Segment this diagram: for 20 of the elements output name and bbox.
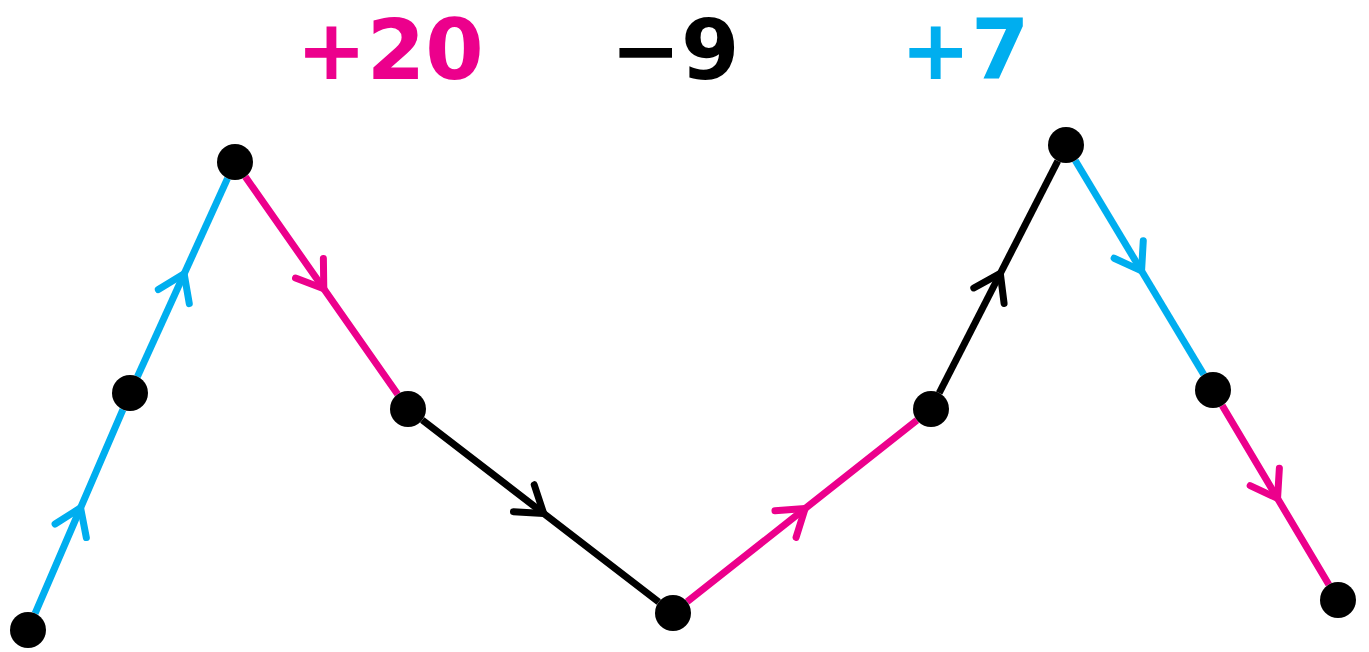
- arrow: [936, 159, 1061, 395]
- dot: [390, 391, 426, 427]
- dot: [10, 612, 46, 648]
- dot: [112, 375, 148, 411]
- dot: [1195, 372, 1231, 408]
- arrow: [420, 417, 661, 605]
- dot: [217, 144, 253, 180]
- arrow: [242, 174, 401, 397]
- arrow: [684, 417, 920, 605]
- value-label: +20: [296, 8, 484, 92]
- value-label: −9: [610, 8, 740, 92]
- arrow: [1219, 403, 1332, 587]
- arrow: [134, 176, 231, 379]
- dot: [1320, 582, 1356, 618]
- dot: [913, 391, 949, 427]
- value-label: +7: [900, 8, 1030, 92]
- dot: [1048, 127, 1084, 163]
- arrow: [31, 408, 127, 615]
- dot: [655, 595, 691, 631]
- arrow: [1072, 158, 1207, 377]
